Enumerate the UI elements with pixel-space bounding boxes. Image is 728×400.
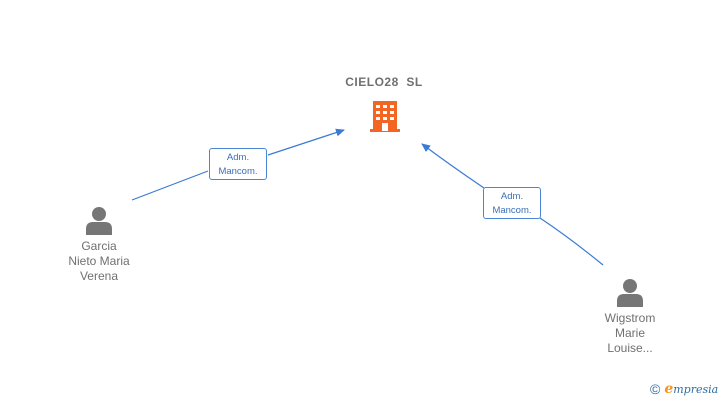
- edge-wigstrom-to-company: [422, 144, 604, 266]
- person-node-wigstrom[interactable]: Wigstrom Marie Louise...: [550, 277, 710, 356]
- name-line-2: Marie: [614, 326, 645, 340]
- person-node-garcia[interactable]: Garcia Nieto Maria Verena: [19, 205, 179, 284]
- role-line-2: Mancom.: [218, 166, 258, 177]
- empresia-watermark[interactable]: © empresia: [650, 380, 718, 398]
- role-line-2: Mancom.: [492, 205, 532, 216]
- name-line-1: Wigstrom: [604, 311, 656, 325]
- company-name[interactable]: CIELO28 SL: [345, 75, 423, 89]
- role-line-1: Adm.: [500, 191, 524, 202]
- person-icon: [617, 279, 643, 307]
- name-line-3: Louise...: [607, 341, 653, 355]
- logo-rest: mpresia: [673, 383, 719, 396]
- name-line-3: Verena: [79, 269, 119, 283]
- building-icon[interactable]: [369, 97, 401, 133]
- role-label-wigstrom[interactable]: Adm. Mancom.: [483, 187, 541, 219]
- person-name: Wigstrom Marie Louise...: [550, 311, 710, 356]
- role-label-garcia[interactable]: Adm. Mancom.: [209, 148, 267, 180]
- name-line-1: Garcia: [81, 239, 117, 253]
- role-line-1: Adm.: [226, 152, 250, 163]
- person-name: Garcia Nieto Maria Verena: [19, 239, 179, 284]
- logo-initial: e: [664, 381, 674, 397]
- name-line-2: Nieto Maria: [68, 254, 130, 268]
- copyright-icon: ©: [650, 381, 661, 397]
- edge-garcia-to-company: [131, 130, 344, 201]
- empresia-logo: empresia: [664, 381, 718, 397]
- person-icon: [86, 207, 112, 235]
